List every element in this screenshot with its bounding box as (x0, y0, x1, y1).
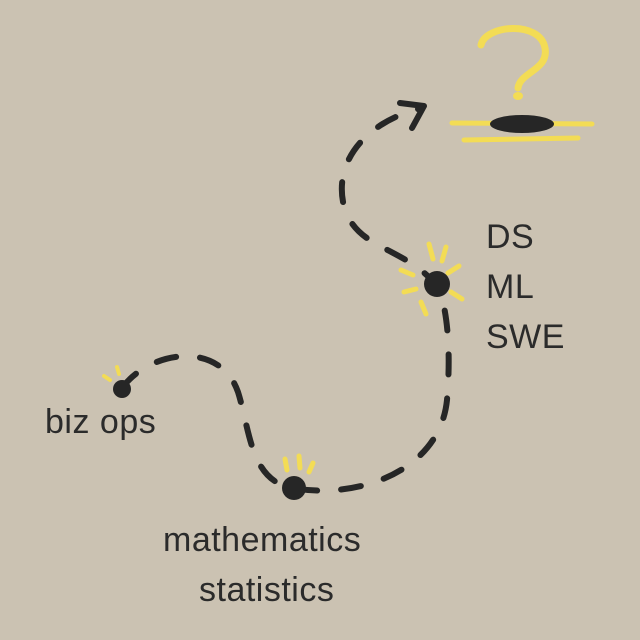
arrow-head-icon (397, 100, 427, 131)
sparkle-icon (398, 241, 465, 317)
question-mark-icon (477, 25, 549, 92)
current-label-line-3: SWE (486, 318, 565, 356)
middle-node-dot (282, 476, 306, 500)
sparkle-icon (102, 365, 121, 382)
current-node-dot (424, 271, 450, 297)
current-label-line-2: ML (486, 268, 535, 306)
start-node-label: biz ops (45, 405, 156, 439)
sparkle-icon (282, 453, 316, 475)
middle-label-line-2: statistics (199, 571, 335, 609)
dashed-career-path (119, 105, 452, 494)
middle-node-label: mathematics statistics (163, 515, 361, 615)
current-label-line-1: DS (486, 218, 535, 256)
start-node-dot (113, 380, 131, 398)
middle-label-line-1: mathematics (163, 521, 362, 559)
start-label-line: biz ops (45, 403, 157, 441)
question-mark-dot (513, 92, 523, 100)
pedestal-icon (449, 115, 595, 143)
current-node-label: DS ML SWE (486, 212, 565, 362)
